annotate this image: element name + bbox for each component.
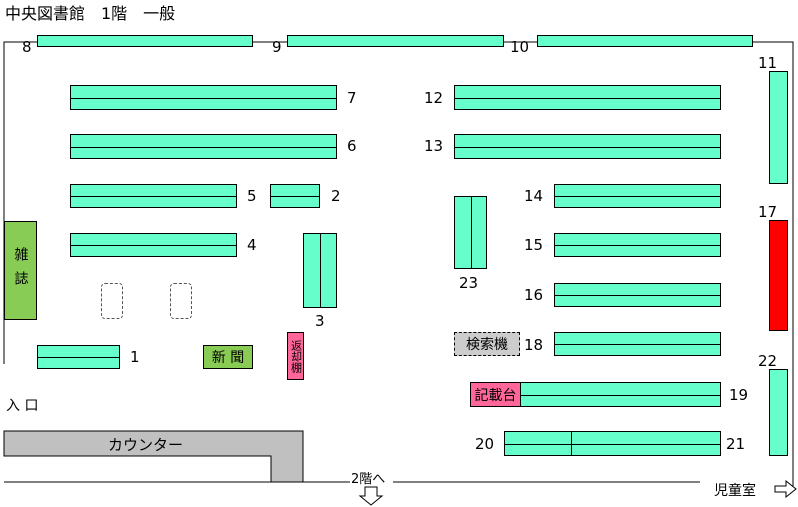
shelf-21-label: 21 <box>726 435 746 453</box>
shelf-22-label: 22 <box>758 352 778 370</box>
shelf-4 <box>70 233 237 257</box>
childrens-room-label: 児童室 <box>714 483 756 499</box>
shelf-8 <box>37 35 253 47</box>
shelf-3-label: 3 <box>315 312 325 330</box>
search-terminal: 検索機 <box>454 332 520 356</box>
shelf-18 <box>554 332 721 356</box>
shelf-4-label: 4 <box>247 236 257 254</box>
shelf-9 <box>287 35 504 47</box>
shelf-23 <box>454 196 487 269</box>
shelf-22 <box>769 369 788 456</box>
shelf-2 <box>270 184 320 208</box>
shelf-11 <box>769 71 788 184</box>
shelf-20-21-divider <box>571 432 572 455</box>
shelf-9-label: 9 <box>272 38 282 56</box>
return-shelf-label: 返却棚 <box>289 339 303 373</box>
shelf-6-label: 6 <box>347 137 357 155</box>
shelf-6 <box>70 134 337 159</box>
writing-desk: 記載台 <box>470 382 521 407</box>
writing-desk-label: 記載台 <box>474 387 517 404</box>
shelf-7-label: 7 <box>347 89 357 107</box>
shelf-11-label: 11 <box>758 54 778 72</box>
shelf-7 <box>70 85 337 110</box>
return-shelf: 返却棚 <box>287 332 304 380</box>
shelf-1 <box>37 345 120 369</box>
newspaper-label: 新 聞 <box>211 350 245 366</box>
shelf-10-label: 10 <box>510 38 530 56</box>
shelf-15 <box>554 233 721 257</box>
shelf-14 <box>554 184 721 208</box>
shelf-20-21 <box>504 431 721 456</box>
entrance-label: 入 口 <box>6 398 39 414</box>
right-arrow-icon <box>774 480 797 498</box>
shelf-10 <box>537 35 753 47</box>
shelf-8-label: 8 <box>22 38 32 56</box>
seat-2 <box>170 283 192 319</box>
down-arrow-icon <box>358 486 384 506</box>
seat-1 <box>101 283 123 319</box>
shelf-5 <box>70 184 237 208</box>
counter-label: カウンター <box>108 436 184 454</box>
shelf-2-label: 2 <box>331 187 341 205</box>
shelf-14-label: 14 <box>524 187 544 205</box>
shelf-12 <box>454 85 721 110</box>
shelf-16 <box>554 283 721 307</box>
page-title: 中央図書館 1階 一般 <box>5 4 176 23</box>
shelf-13 <box>454 134 721 159</box>
shelf-17 <box>769 220 788 331</box>
shelf-13-label: 13 <box>424 137 444 155</box>
shelf-23-label: 23 <box>459 274 479 292</box>
magazine-label: 雑誌 <box>12 246 29 295</box>
shelf-18-label: 18 <box>524 336 544 354</box>
shelf-12-label: 12 <box>424 89 444 107</box>
newspaper-stand: 新 聞 <box>203 345 253 369</box>
to-second-floor-label: 2階へ <box>351 472 386 487</box>
shelf-5-label: 5 <box>247 187 257 205</box>
shelf-3 <box>303 233 337 308</box>
shelf-17-label: 17 <box>758 203 778 221</box>
search-terminal-label: 検索機 <box>466 337 508 353</box>
magazine-rack: 雑誌 <box>4 221 37 320</box>
shelf-19-label: 19 <box>729 386 749 404</box>
shelf-20-label: 20 <box>475 435 495 453</box>
shelf-19 <box>520 382 721 407</box>
shelf-16-label: 16 <box>524 286 544 304</box>
shelf-15-label: 15 <box>524 236 544 254</box>
shelf-1-label: 1 <box>130 348 140 366</box>
